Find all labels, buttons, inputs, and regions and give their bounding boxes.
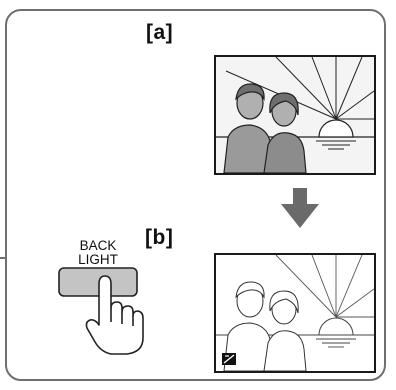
down-arrow-icon <box>279 188 321 230</box>
label-b: [b] <box>145 226 173 250</box>
scene-panel-b <box>214 253 376 373</box>
label-a: [a] <box>146 21 173 45</box>
backlight-indicator-icon <box>222 353 236 365</box>
backlight-button[interactable] <box>55 264 155 359</box>
scene-a-illustration <box>216 57 374 173</box>
frame-connector-line <box>0 257 7 259</box>
backlight-button-label-line1: BACK <box>62 239 134 253</box>
scene-b-illustration <box>216 255 374 371</box>
scene-panel-a <box>214 55 376 175</box>
